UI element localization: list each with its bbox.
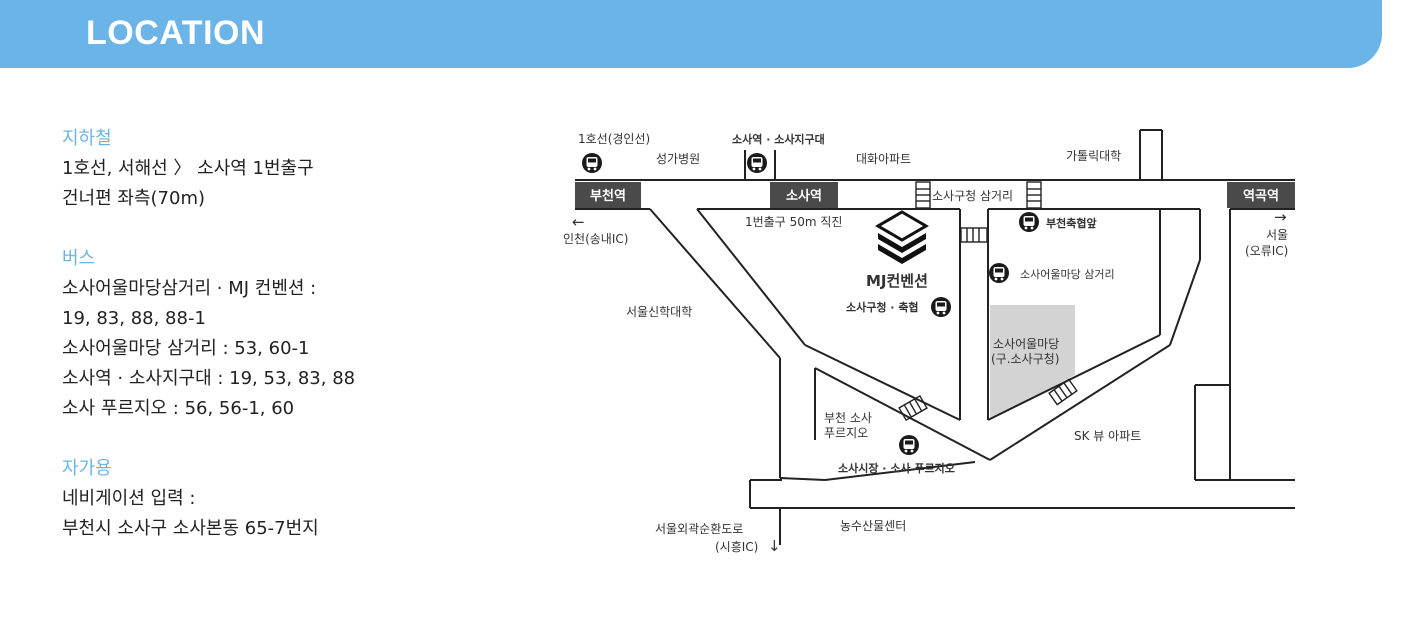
bus-icon [582,153,602,173]
junction-label: 소사구청 삼거리 [932,189,1013,203]
subway-line: 1호선, 서해선 〉 소사역 1번출구 [62,158,314,179]
exit-note: 1번출구 50m 직진 [745,215,842,229]
road-network [575,129,1295,545]
venue-label: MJ컨벤션 [866,272,928,290]
station-yeokgok: 역곡역 [1227,182,1295,208]
landmark-label: SK 뷰 아파트 [1074,429,1141,443]
bus-line: 19, 83, 88, 88-1 [62,308,206,329]
directions-panel: 지하철 1호선, 서해선 〉 소사역 1번출구 건너편 좌측(70m) 버스 소… [62,124,482,574]
station-label: 역곡역 [1243,188,1279,204]
arrow-left-icon: ← [572,213,585,231]
line1-label: 1호선(경인선) [578,132,650,146]
bus-line: 소사 푸르지오 : 56, 56-1, 60 [62,398,295,419]
landmark-label: 부천 소사 [824,410,872,425]
bus-line: 소사어울마당삼거리 · MJ 컨벤션 : [62,278,317,299]
arrow-down-icon: ↓ [768,537,781,555]
landmark-label: 서울신학대학 [626,305,692,319]
landmark-label: 가톨릭대학 [1066,149,1121,163]
bus-section: 버스 소사어울마당삼거리 · MJ 컨벤션 : 19, 83, 88, 88-1… [62,244,482,424]
bus-icon [989,263,1009,283]
car-line: 네비게이션 입력 : [62,488,196,509]
direction-label: 인천(송내IC) [563,231,628,246]
bus-label: 버스 [62,248,96,269]
landmark-label: 성가병원 [656,152,700,166]
subway-label: 지하철 [62,128,112,149]
station-bucheon: 부천역 [575,182,641,208]
landmark-label: 소사어울마당 [993,337,1059,351]
station-sosa: 소사역 [770,182,838,208]
station-label: 부천역 [590,188,626,204]
bus-icon [899,435,919,455]
car-section: 자가용 네비게이션 입력 : 부천시 소사구 소사본동 65-7번지 [62,454,482,544]
landmark-label: 대화아파트 [856,152,911,166]
direction-label: 서울 [1266,228,1288,242]
car-label: 자가용 [62,458,112,479]
landmark-label: (구.소사구청) [991,352,1059,366]
crosswalk-icon [898,181,1078,422]
header-banner: LOCATION [0,0,1382,68]
car-line: 부천시 소사구 소사본동 65-7번지 [62,518,319,539]
bus-stop-label: 소사어울마당 삼거리 [1020,268,1115,281]
landmark-label: 농수산물센터 [840,519,906,533]
bus-icon [931,297,951,317]
arrow-right-icon: → [1274,208,1287,226]
building-stack-icon [875,210,929,264]
bus-line: 소사어울마당 삼거리 : 53, 60-1 [62,338,310,359]
bus-icon [747,153,767,173]
direction-label: (오류IC) [1245,244,1288,258]
bus-stop-label: 소사역 · 소사지구대 [732,132,825,146]
location-map: 부천역 소사역 역곡역 1호선(경인선) 소사역 · 소사지구대 성가병원 대화… [563,129,1295,555]
bus-stop-label: 부천축협앞 [1046,216,1097,230]
bus-line: 소사역 · 소사지구대 : 19, 53, 83, 88 [62,368,356,389]
page-title: LOCATION [86,14,266,52]
bus-stop-label: 소사시장 · 소사 푸르지오 [838,461,955,475]
subway-line: 건너편 좌측(70m) [62,188,206,209]
station-label: 소사역 [786,188,822,204]
bus-stop-label: 소사구청 · 축협 [846,300,919,314]
landmark-label: 푸르지오 [824,426,868,440]
subway-section: 지하철 1호선, 서해선 〉 소사역 1번출구 건너편 좌측(70m) [62,124,482,214]
direction-label: 서울외곽순환도로 [655,522,743,536]
venue-area [990,305,1075,420]
bus-icon [1019,212,1039,232]
direction-label: (시흥IC) [715,540,758,554]
